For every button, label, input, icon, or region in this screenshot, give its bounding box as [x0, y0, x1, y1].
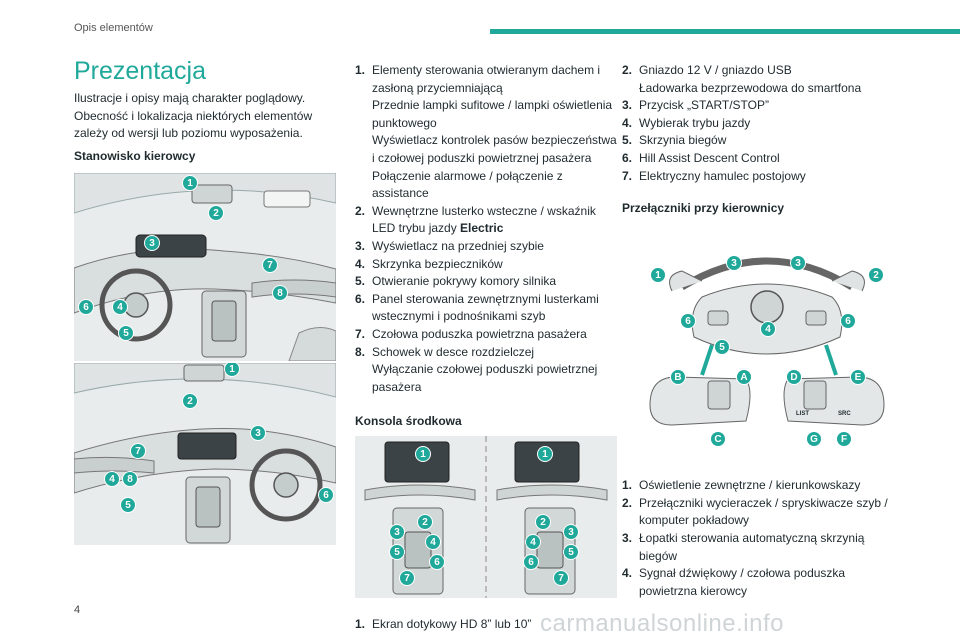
marker-6: 6: [78, 298, 94, 315]
page-number: 4: [74, 604, 81, 616]
list-item: 1.Oświetlenie zewnętrzne / kierunkowskaz…: [622, 478, 861, 493]
wheel-legend-list: 1.Oświetlenie zewnętrzne / kierunkowskaz…: [622, 477, 892, 600]
list-item: 5.Otwieranie pokrywy komory silnika: [355, 274, 557, 289]
src-button-label: SRC: [838, 411, 851, 418]
list-item: 1.Ekran dotykowy HD 8” lub 10”: [355, 617, 532, 632]
list-item: 6.Hill Assist Descent Control: [622, 150, 780, 165]
marker-1: 1: [537, 446, 553, 463]
marker-5: 5: [118, 324, 134, 341]
marker-7: 7: [262, 256, 278, 273]
marker-f: F: [836, 431, 852, 448]
marker-e: E: [850, 369, 866, 386]
marker-8: 8: [122, 470, 138, 487]
marker-6: 6: [429, 554, 445, 571]
list-item: 7.Elektryczny hamulec postojowy: [622, 168, 806, 183]
cockpit-drawing-top: [74, 172, 336, 361]
driver-legend-list: 1.Elementy sterowania otwieranym dachem …: [355, 62, 617, 396]
marker-4: 4: [425, 534, 441, 551]
marker-b: B: [670, 369, 686, 386]
marker-2: 2: [535, 514, 551, 531]
page-title: Prezentacja: [74, 57, 207, 85]
driver-cockpit-illustration-top: 1 2 3 7 8 6 4 5: [74, 172, 336, 361]
marker-1: 1: [224, 362, 240, 377]
marker-4: 4: [112, 298, 128, 315]
driver-heading: Stanowisko kierowcy: [74, 148, 196, 163]
marker-a: A: [736, 369, 752, 386]
marker-3: 3: [389, 524, 405, 541]
marker-1: 1: [650, 267, 666, 284]
header-accent-bar: [490, 29, 960, 34]
marker-2: 2: [868, 267, 884, 284]
marker-5: 5: [714, 339, 730, 356]
marker-2: 2: [208, 204, 224, 221]
marker-7: 7: [399, 570, 415, 587]
steering-wheel-illustration: 1 3 3 2 6 6 4 5 B A D E C G F LIST SRC: [642, 241, 892, 456]
marker-4: 4: [525, 534, 541, 551]
marker-g: G: [806, 431, 822, 448]
list-item: 2.Wewnętrzne lusterko wsteczne / wskaźni…: [355, 203, 596, 236]
marker-c: C: [710, 431, 726, 448]
list-button-label: LIST: [796, 411, 809, 418]
steering-wheel-drawing: [649, 257, 885, 426]
marker-5: 5: [120, 496, 136, 513]
wheel-heading: Przełączniki przy kierownicy: [622, 201, 785, 216]
marker-1: 1: [415, 446, 431, 463]
list-item: 4.Skrzynka bezpieczników: [355, 256, 503, 271]
console-legend-list-start: 1.Ekran dotykowy HD 8” lub 10”: [355, 616, 617, 634]
console-heading: Konsola środkowa: [355, 414, 462, 429]
marker-3: 3: [790, 255, 806, 272]
console-drawing: [355, 436, 617, 599]
list-item: 2.Przełączniki wycieraczek / spryskiwacz…: [622, 495, 888, 528]
list-item: 3.Przycisk „START/STOP”: [622, 98, 770, 113]
section-header: Opis elementów: [74, 22, 153, 34]
list-item: 3.Łopatki sterowania automatyczną skrzyn…: [622, 530, 865, 563]
driver-cockpit-illustration-bottom: 1 2 3 7 4 8 5 6: [74, 362, 336, 545]
column-middle: 1.Elementy sterowania otwieranym dachem …: [355, 62, 617, 634]
list-item: 5.Skrzynia biegów: [622, 133, 727, 148]
marker-8: 8: [272, 284, 288, 301]
list-item: 1.Elementy sterowania otwieranym dachem …: [355, 63, 617, 201]
marker-6: 6: [523, 554, 539, 571]
marker-6: 6: [840, 313, 856, 330]
cockpit-drawing-bottom: [74, 362, 336, 545]
list-item: 4.Wybierak trybu jazdy: [622, 115, 751, 130]
marker-4: 4: [760, 321, 776, 338]
list-item: 7.Czołowa poduszka powietrzna pasażera: [355, 326, 587, 341]
marker-2: 2: [182, 392, 198, 409]
marker-3: 3: [726, 255, 742, 272]
marker-5: 5: [563, 544, 579, 561]
marker-7: 7: [553, 570, 569, 587]
marker-6: 6: [318, 486, 334, 503]
marker-3: 3: [563, 524, 579, 541]
column-left: Prezentacja Ilustracje i opisy mają char…: [74, 56, 336, 545]
marker-d: D: [786, 369, 802, 386]
list-item: 3.Wyświetlacz na przedniej szybie: [355, 238, 544, 253]
list-item: 6.Panel sterowania zewnętrznymi lusterka…: [355, 291, 599, 324]
marker-4: 4: [104, 470, 120, 487]
list-item: 4.Sygnał dźwiękowy / czołowa poduszka po…: [622, 566, 846, 598]
marker-1: 1: [182, 174, 198, 191]
watermark: carmanualsonline.info: [540, 610, 784, 637]
intro-text: Ilustracje i opisy mają charakter pogląd…: [74, 91, 313, 140]
marker-6: 6: [680, 313, 696, 330]
marker-2: 2: [417, 514, 433, 531]
marker-7: 7: [130, 442, 146, 459]
marker-5: 5: [389, 544, 405, 561]
center-console-illustration: 1 2 3 4 5 6 7 1 2 3 4 5 6 7: [355, 436, 617, 599]
marker-3: 3: [250, 424, 266, 441]
marker-3: 3: [144, 234, 160, 251]
